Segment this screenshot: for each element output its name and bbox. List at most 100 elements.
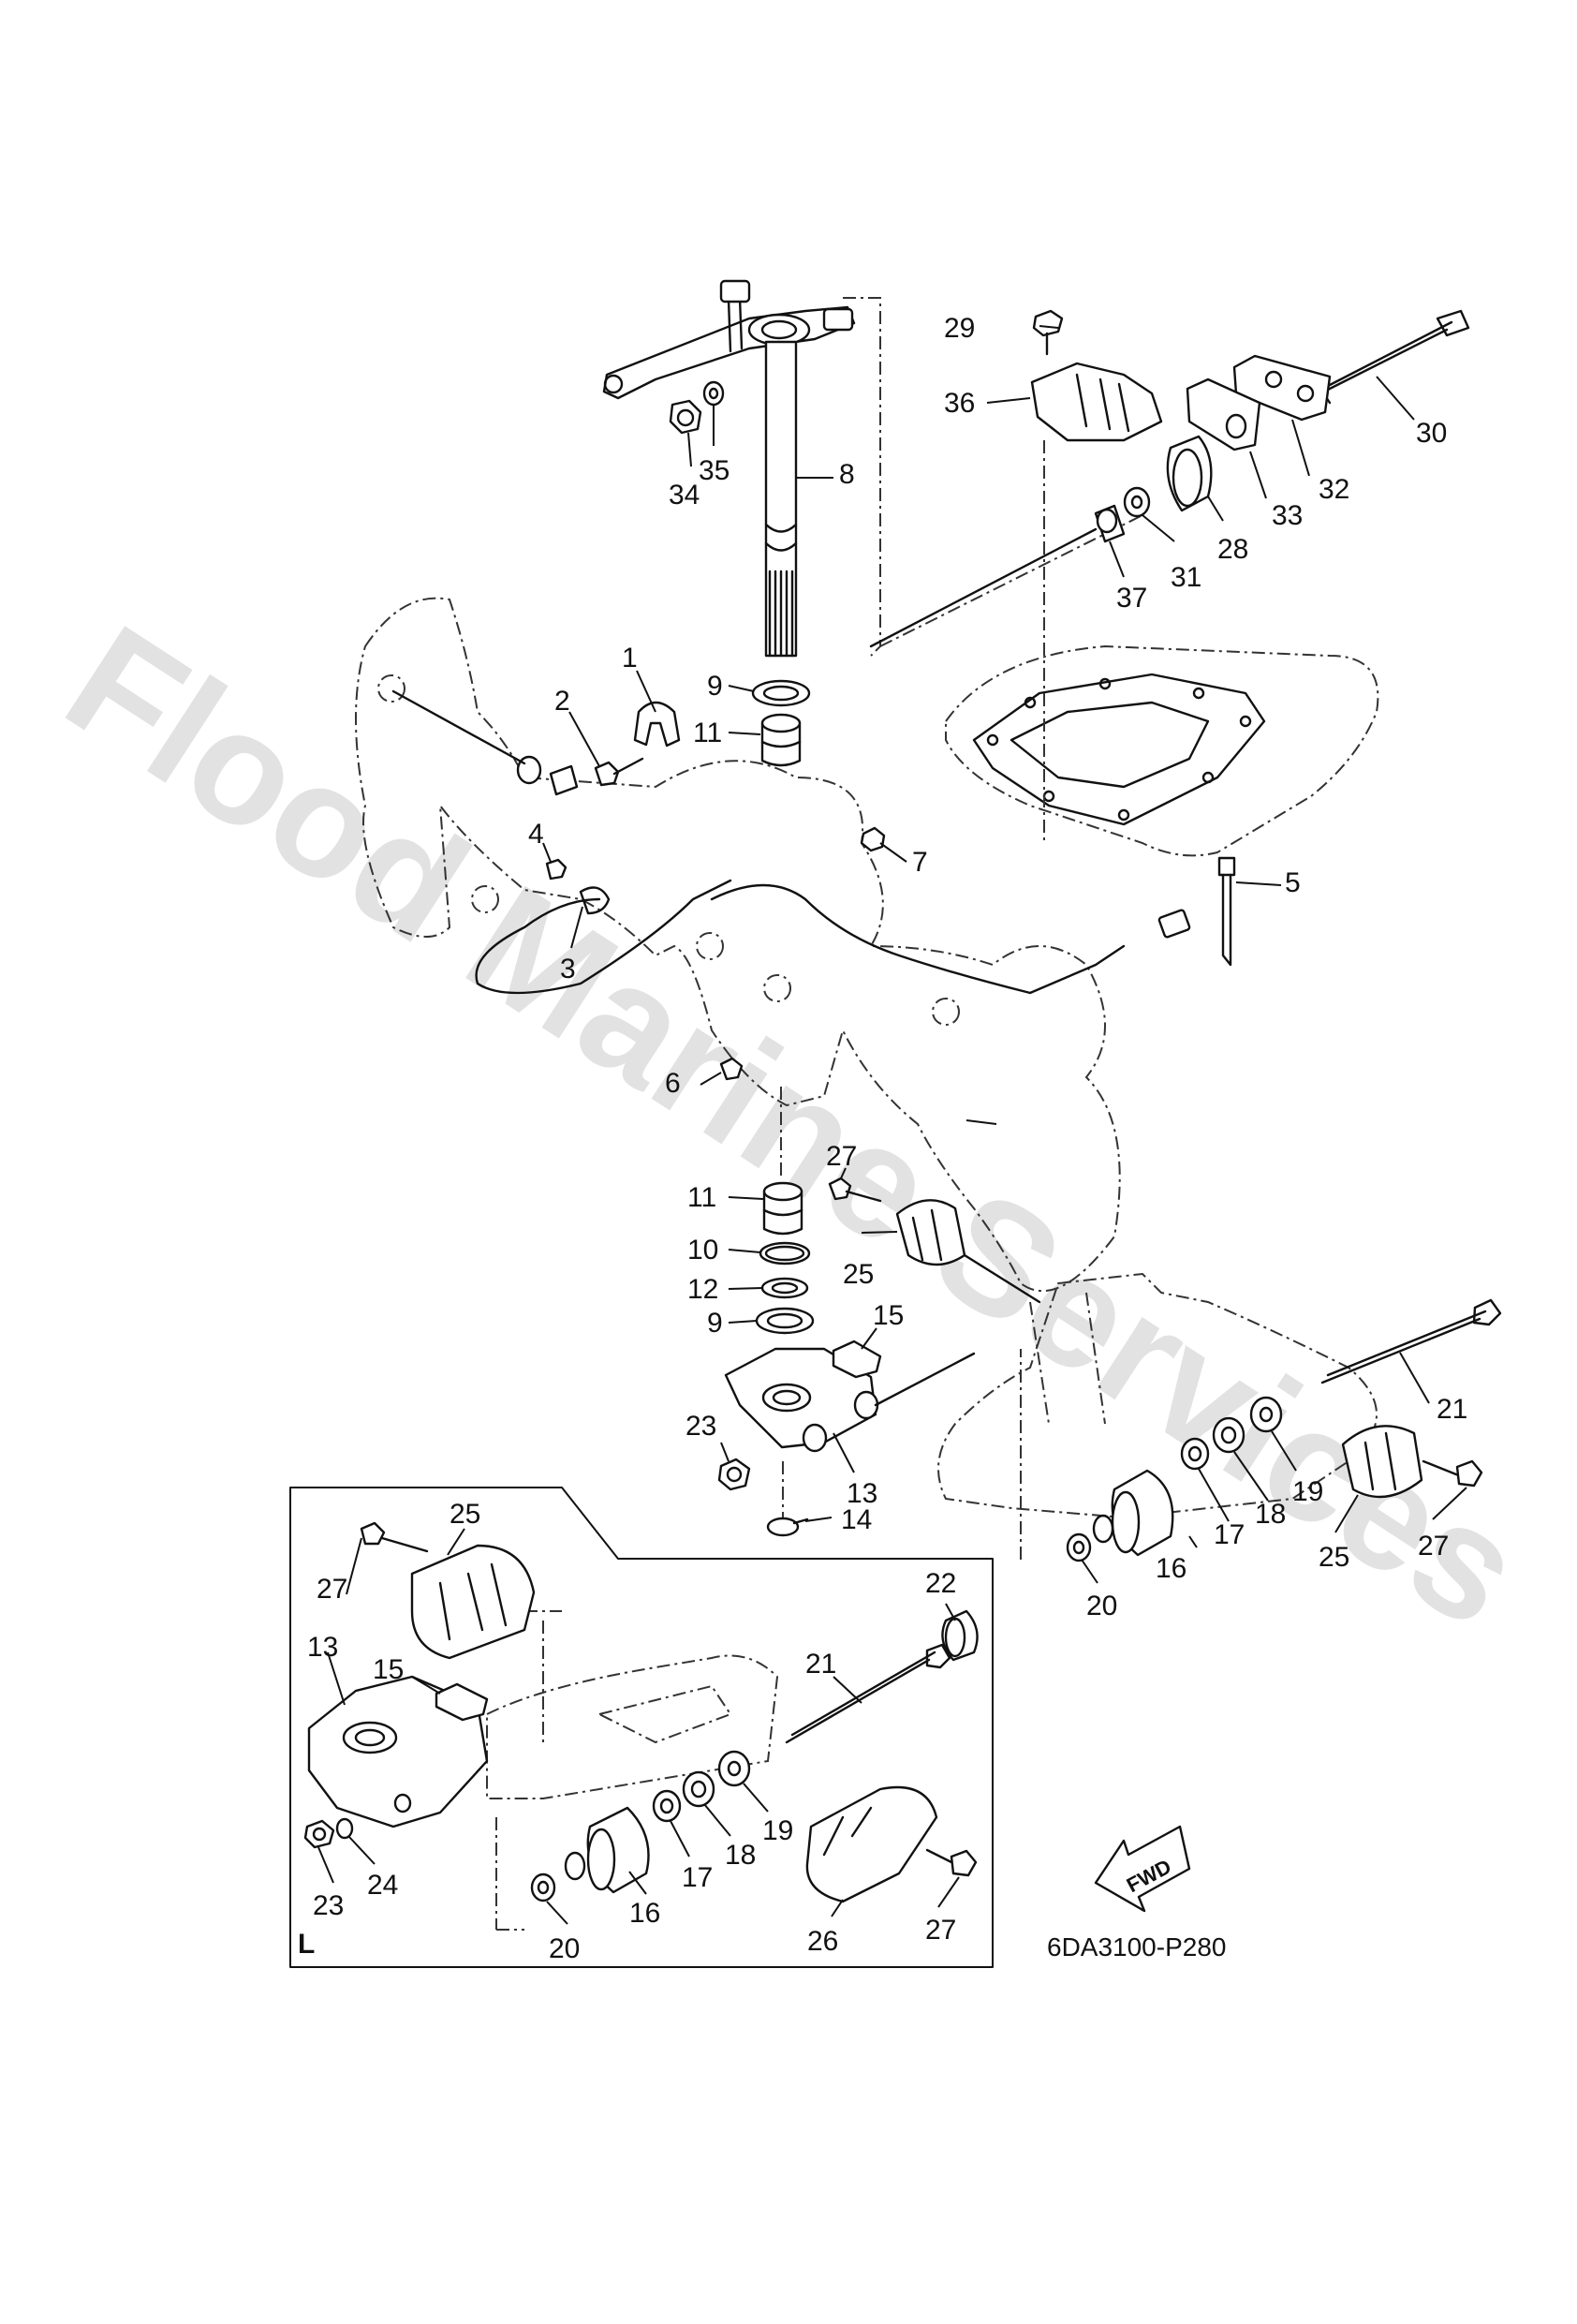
callout-37: 37 [1116,583,1147,614]
inset-mount-rubber-16 [564,1806,650,1894]
callout-16-inset: 16 [629,1898,660,1929]
inset-nut-23 [303,1819,335,1849]
callout-17-right: 17 [1214,1519,1245,1550]
callout-34: 34 [669,480,700,511]
inset-bolt-27-bottom [925,1848,978,1877]
callout-23-inset: 23 [313,1890,344,1921]
inset-washer-20 [530,1873,556,1902]
callout-21-right: 21 [1437,1394,1467,1425]
callout-2: 2 [554,686,570,717]
callout-25-mid: 25 [843,1259,874,1290]
mount-cover-25-right [1341,1425,1423,1499]
bushing-11-bottom [762,1181,803,1236]
callout-33: 33 [1272,500,1303,531]
clip-14 [766,1517,809,1537]
callout-19-right: 19 [1292,1476,1323,1507]
callout-18-inset: 18 [725,1840,756,1871]
callout-3: 3 [560,954,576,984]
callout-30: 30 [1416,418,1447,449]
callout-19-inset: 19 [762,1815,793,1846]
nut-23-mid [717,1458,751,1491]
inset-washer-17 [652,1789,682,1823]
callout-17-inset: 17 [682,1862,713,1893]
callout-7: 7 [912,847,928,878]
callout-20-right: 20 [1086,1591,1117,1621]
callout-12: 12 [687,1274,718,1305]
washer-31 [1123,486,1151,518]
o-ring-10 [759,1241,811,1266]
screw-4 [545,858,567,881]
screw-6 [719,1057,744,1081]
callout-36: 36 [944,388,975,419]
clamp-1 [633,701,681,748]
inset-mount-cover-25 [410,1544,536,1660]
callout-9-top: 9 [707,671,723,702]
inset-bolt-21 [785,1643,951,1744]
callout-27-right: 27 [1418,1531,1449,1562]
nut-34 [669,399,702,435]
inset-casing-outline [486,1610,779,1931]
lower-casing-outline [937,1272,1378,1519]
lower-mount-bracket-13 [724,1347,879,1453]
wire-lead-3 [475,879,1191,995]
callout-27-mid: 27 [826,1141,857,1172]
collar-left [516,755,579,796]
callout-11-top: 11 [693,718,722,748]
inset-panel [289,1487,994,1968]
collar-37 [1094,504,1126,543]
mount-rubber-16-right [1092,1469,1174,1557]
inset-washer-19 [717,1750,751,1787]
washer-12 [760,1277,809,1299]
inset-washer-24 [335,1817,354,1840]
inset-collar-22 [941,1609,979,1662]
callout-13-inset: 13 [307,1632,338,1663]
callout-22: 22 [925,1568,956,1599]
callout-1: 1 [622,643,638,674]
callout-25-right: 25 [1319,1542,1349,1573]
upper-mount-cover-36 [1030,362,1163,442]
callout-8: 8 [839,459,855,490]
callout-4: 4 [528,819,544,850]
inset-stopper-15 [435,1682,489,1722]
callout-26: 26 [807,1926,838,1957]
callout-28: 28 [1217,534,1248,565]
cable-tie-5 [1217,856,1236,967]
bushing-11-top [760,713,802,767]
washer-20-right [1066,1532,1092,1562]
stopper-15-mid [832,1340,882,1379]
steering-shaft [764,340,798,658]
drawing-code: 6DA3100-P280 [1047,1932,1226,1961]
callout-6: 6 [665,1068,681,1099]
callout-9-bottom: 9 [707,1308,723,1339]
callout-20-inset: 20 [549,1933,580,1964]
callout-27-inset-top: 27 [317,1574,347,1605]
callout-15-mid: 15 [873,1300,904,1331]
steering-arm [602,279,856,400]
callout-11-bottom: 11 [687,1182,716,1213]
washer-35 [702,380,725,407]
callout-35: 35 [699,455,730,486]
callout-labels: 1 2 3 4 5 6 7 8 9 11 11 10 12 9 13 14 15… [307,313,1467,1964]
fwd-arrow-icon: FWD [1094,1825,1191,1913]
callout-23-mid: 23 [685,1411,716,1442]
callout-31: 31 [1171,562,1201,593]
bolt-29 [1032,309,1064,356]
washer-17-right [1180,1437,1210,1471]
washer-19-right [1249,1396,1283,1433]
callout-27-inset-bottom: 27 [925,1915,956,1946]
inset-bolt-27-top [360,1521,429,1553]
washer-9-bottom [755,1307,815,1335]
callout-13-mid: 13 [847,1478,877,1509]
washer-18-right [1212,1416,1245,1454]
callout-15-inset: 15 [373,1654,404,1685]
inset-bracket-13 [307,1675,489,1828]
bolt-2 [594,757,644,787]
callout-10: 10 [687,1235,718,1266]
callout-21-inset: 21 [805,1649,836,1680]
bolt-27-mid [828,1177,882,1203]
bottom-cowling [945,644,1379,857]
inset-mount-cover-26 [805,1785,938,1903]
callout-25-inset: 25 [450,1499,480,1530]
callout-5: 5 [1285,867,1301,898]
callout-32: 32 [1319,474,1349,505]
